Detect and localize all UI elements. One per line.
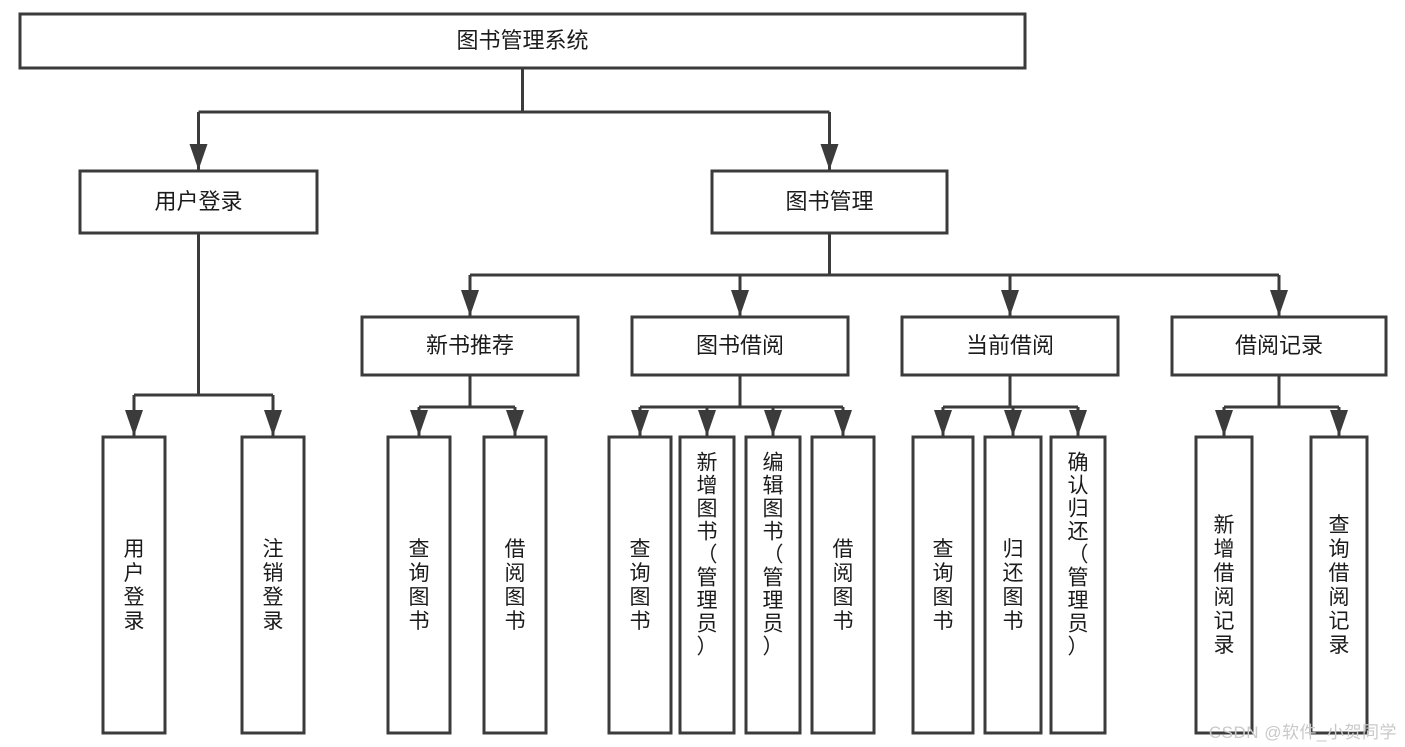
arrow-head-icon	[764, 410, 782, 436]
node-book-borrow[interactable]: 图书借阅	[630, 315, 850, 377]
arrow-head-icon	[834, 410, 852, 436]
arrow-head-icon	[1001, 290, 1019, 316]
connector-layer	[125, 68, 1348, 436]
node-label-leaf-user-login: 用户登录	[124, 538, 145, 633]
node-leaf-user-login[interactable]: 用户登录	[101, 435, 167, 735]
arrow-head-icon	[731, 290, 749, 316]
node-box-leaf-cur-return	[983, 435, 1043, 735]
node-leaf-rec-borrow[interactable]: 借阅图书	[482, 435, 548, 735]
node-label-current-borrow: 当前借阅	[966, 333, 1054, 358]
node-box-leaf-borrow-query	[607, 435, 673, 735]
node-box-user-login	[78, 169, 319, 235]
arrow-head-icon	[125, 410, 143, 436]
node-leaf-borrow-query[interactable]: 查询图书	[607, 435, 673, 735]
node-leaf-cur-query[interactable]: 查询图书	[911, 435, 975, 735]
csdn-watermark: CSDN @软件_小贺同学	[1208, 723, 1397, 742]
node-leaf-rec-query[interactable]: 查询图书	[386, 435, 452, 735]
node-leaf-rec-add[interactable]: 新增借阅记录	[1194, 435, 1254, 735]
node-label-user-login: 用户登录	[154, 189, 242, 214]
node-label-leaf-rec-borrow: 借阅图书	[505, 538, 526, 633]
node-box-borrow-record	[1170, 315, 1388, 377]
node-label-leaf-cur-confirm: 确认归还（管理员）	[1068, 451, 1089, 658]
arrow-head-icon	[461, 290, 479, 316]
arrow-head-icon	[189, 144, 208, 170]
arrow-head-icon	[934, 410, 952, 436]
node-label-new-book-rec: 新书推荐	[426, 333, 514, 358]
node-leaf-cur-return[interactable]: 归还图书	[983, 435, 1043, 735]
arrow-head-icon	[506, 410, 524, 436]
node-label-root: 图书管理系统	[456, 28, 588, 53]
node-leaf-borrow-edit[interactable]: 编辑图书（管理员）	[744, 435, 802, 735]
node-leaf-user-logout[interactable]: 注销登录	[240, 435, 306, 735]
node-label-borrow-record: 借阅记录	[1235, 333, 1323, 358]
node-leaf-borrow-add[interactable]: 新增图书（管理员）	[678, 435, 736, 735]
node-root[interactable]: 图书管理系统	[18, 12, 1027, 70]
node-layer: 图书管理系统用户登录图书管理新书推荐图书借阅当前借阅借阅记录用户登录注销登录查询…	[18, 12, 1388, 735]
node-box-leaf-rec-borrow	[482, 435, 548, 735]
node-box-book-borrow	[630, 315, 850, 377]
node-label-book-borrow: 图书借阅	[696, 333, 784, 358]
node-box-leaf-borrow-do	[810, 435, 876, 735]
arrow-head-icon	[1215, 410, 1233, 436]
arrow-head-icon	[264, 410, 282, 436]
node-current-borrow[interactable]: 当前借阅	[900, 315, 1120, 377]
arrow-head-icon	[1069, 410, 1087, 436]
node-label-leaf-rec-search: 查询借阅记录	[1329, 514, 1350, 657]
node-box-root	[18, 12, 1027, 70]
node-box-leaf-borrow-add	[678, 435, 736, 735]
node-box-new-book-rec	[360, 315, 580, 377]
node-box-leaf-cur-query	[911, 435, 975, 735]
node-box-leaf-rec-query	[386, 435, 452, 735]
node-label-leaf-rec-query: 查询图书	[409, 538, 430, 633]
node-box-leaf-rec-search	[1309, 435, 1369, 735]
node-label-leaf-borrow-edit: 编辑图书（管理员）	[763, 451, 784, 658]
node-label-leaf-user-logout: 注销登录	[263, 538, 284, 633]
node-box-current-borrow	[900, 315, 1120, 377]
node-box-leaf-user-login	[101, 435, 167, 735]
node-box-book-manage	[710, 169, 949, 235]
node-label-leaf-borrow-query: 查询图书	[630, 538, 651, 633]
node-new-book-rec[interactable]: 新书推荐	[360, 315, 580, 377]
arrow-head-icon	[820, 144, 839, 170]
arrow-head-icon	[1330, 410, 1348, 436]
node-leaf-cur-confirm[interactable]: 确认归还（管理员）	[1049, 435, 1107, 735]
node-label-leaf-borrow-add: 新增图书（管理员）	[697, 451, 718, 658]
node-leaf-borrow-do[interactable]: 借阅图书	[810, 435, 876, 735]
node-label-leaf-cur-return: 归还图书	[1003, 538, 1024, 633]
node-borrow-record[interactable]: 借阅记录	[1170, 315, 1388, 377]
node-label-leaf-borrow-do: 借阅图书	[833, 538, 854, 633]
node-box-leaf-rec-add	[1194, 435, 1254, 735]
node-book-manage[interactable]: 图书管理	[710, 169, 949, 235]
node-user-login[interactable]: 用户登录	[78, 169, 319, 235]
arrow-head-icon	[698, 410, 716, 436]
node-box-leaf-user-logout	[240, 435, 306, 735]
node-label-leaf-cur-query: 查询图书	[933, 538, 954, 633]
node-box-leaf-borrow-edit	[744, 435, 802, 735]
arrow-head-icon	[1270, 290, 1288, 316]
node-box-leaf-cur-confirm	[1049, 435, 1107, 735]
node-leaf-rec-search[interactable]: 查询借阅记录	[1309, 435, 1369, 735]
arrow-head-icon	[631, 410, 649, 436]
arrow-head-icon	[410, 410, 428, 436]
node-label-leaf-rec-add: 新增借阅记录	[1214, 514, 1235, 657]
arrow-head-icon	[1004, 410, 1022, 436]
node-label-book-manage: 图书管理	[785, 189, 873, 214]
